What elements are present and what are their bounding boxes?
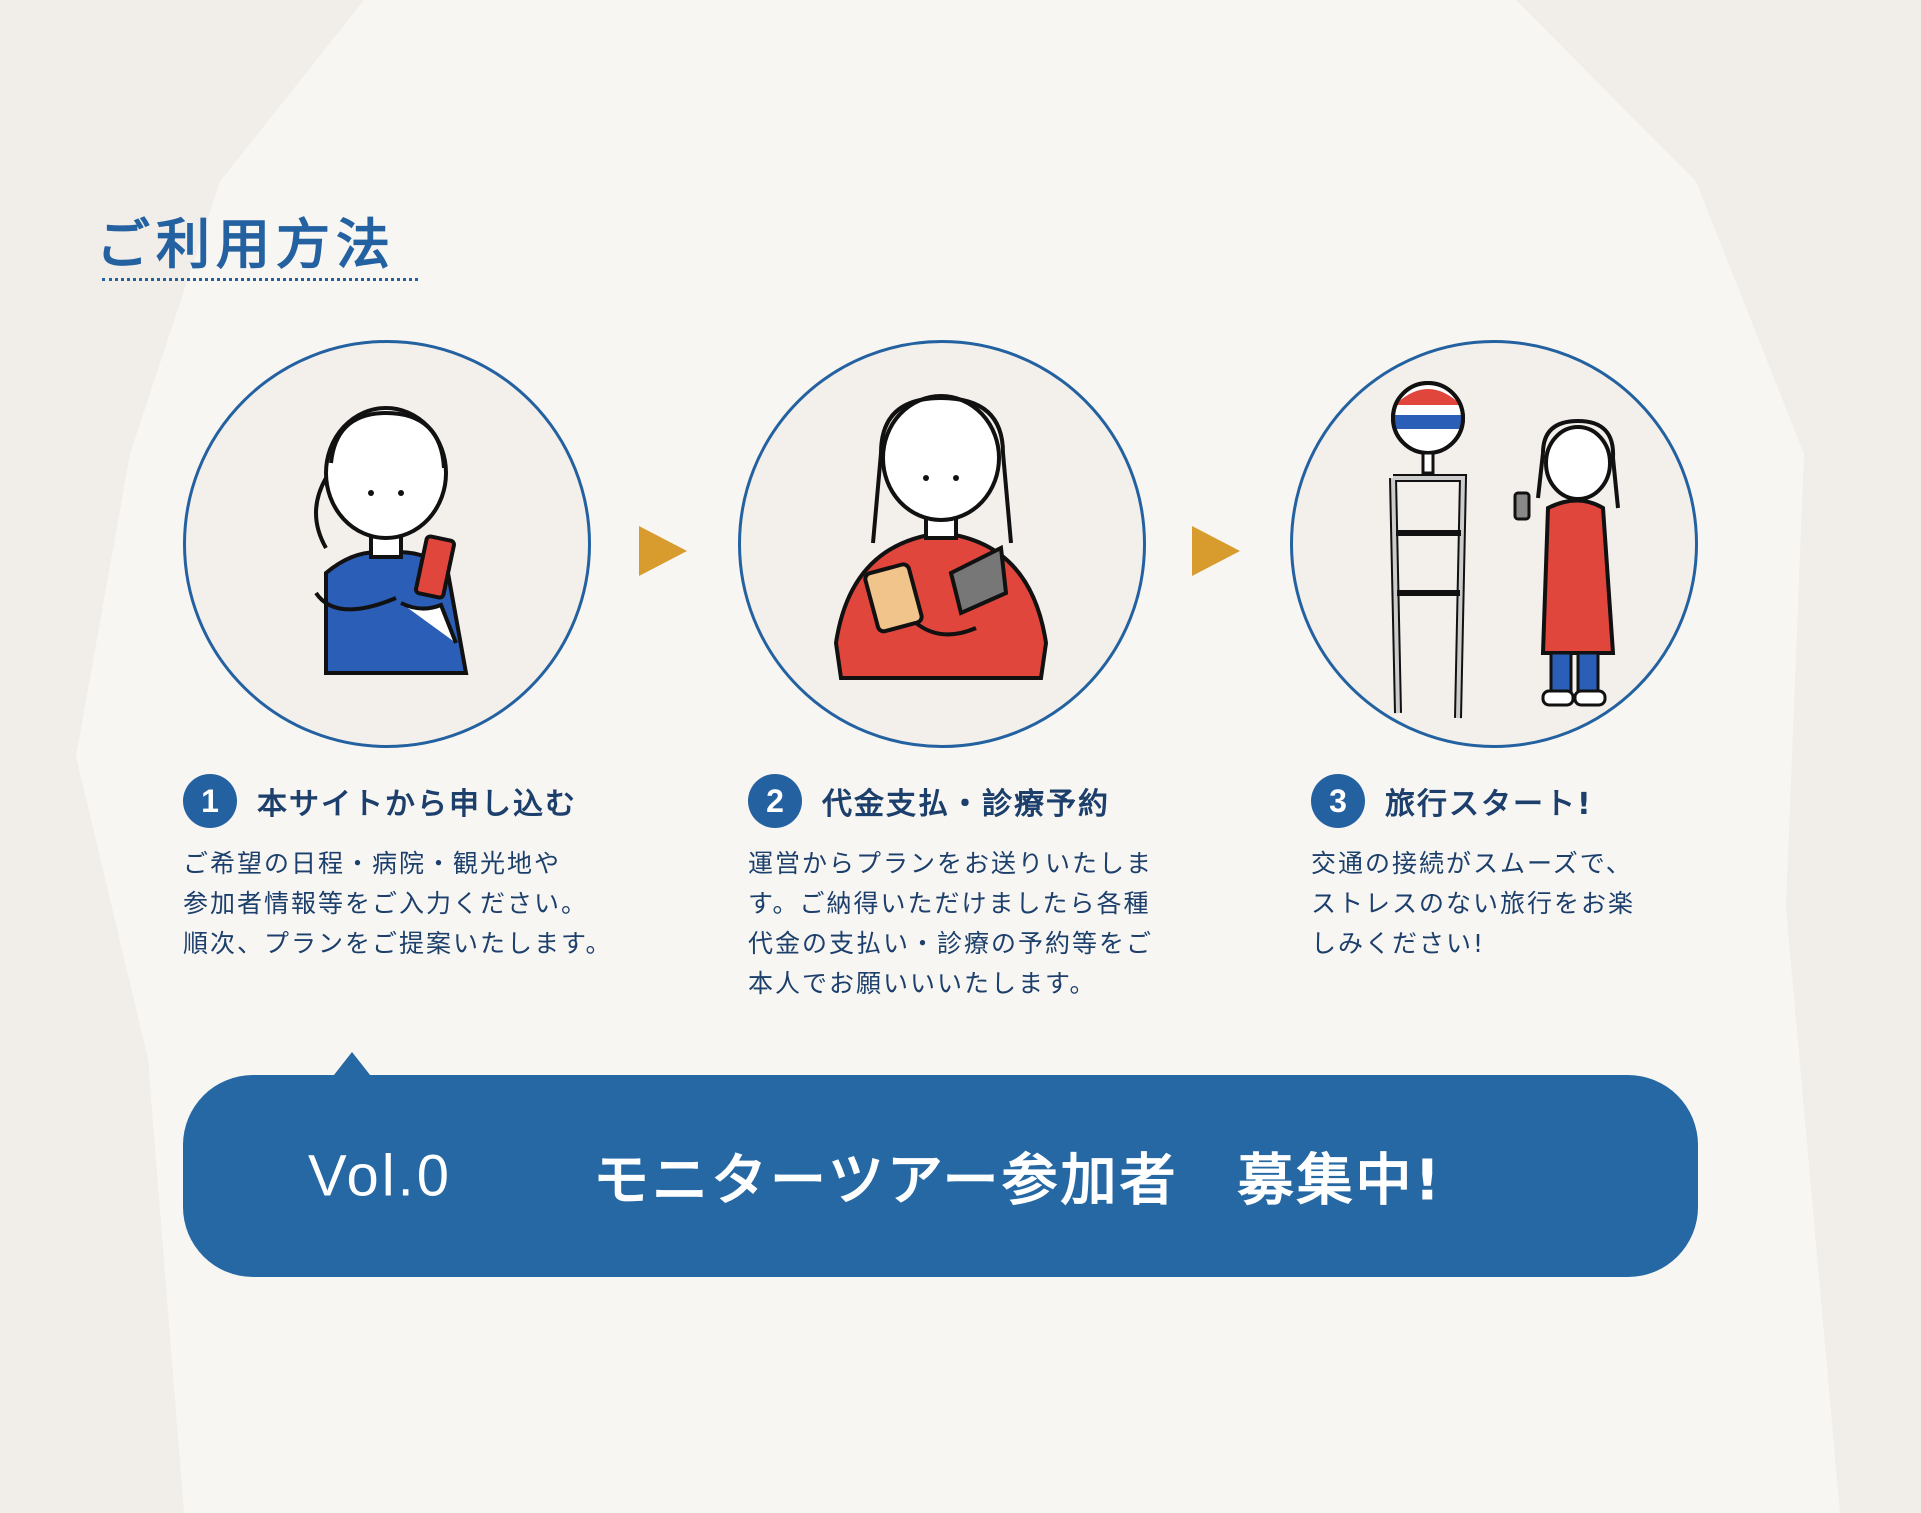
title-underline (102, 278, 418, 281)
step-2-number: 2 (748, 774, 802, 828)
step-1-title: 本サイトから申し込む (257, 787, 577, 822)
step-arrow-1-icon (639, 526, 687, 576)
step-2-illustration (738, 340, 1146, 748)
step-3-description: 交通の接続がスムーズで、 ストレスのない旅行をお楽 しみください! (1311, 844, 1635, 964)
step-3-desc-line: 交通の接続がスムーズで、 (1311, 849, 1633, 878)
step-3-title: 旅行スタート! (1385, 787, 1593, 822)
step-3-illustration (1290, 340, 1698, 748)
person-phone-icon (314, 406, 469, 675)
step-1-header: 1 本サイトから申し込む (183, 774, 577, 828)
recruit-banner[interactable]: Vol.0 モニターツアー参加者 募集中! (183, 1075, 1698, 1277)
page-title: ご利用方法 (96, 213, 396, 276)
step-2-description: 運営からプランをお送りいたしま す。ご納得いただけましたら各種 代金の支払い・診… (748, 844, 1153, 1004)
step-3-header: 3 旅行スタート! (1311, 774, 1593, 828)
step-1-desc-line: ご希望の日程・病院・観光地や (183, 849, 562, 878)
step-1-desc-line: 参加者情報等をご入力ください。 (183, 889, 589, 918)
step-1-desc-line: 順次、プランをご提案いたします。 (183, 929, 613, 958)
step-2-desc-line: 代金の支払い・診療の予約等をご (748, 929, 1154, 958)
step-arrow-2-icon (1192, 526, 1240, 576)
step-2-desc-line: 運営からプランをお送りいたしま (748, 849, 1154, 878)
step-2-header: 2 代金支払・診療予約 (748, 774, 1110, 828)
step-1-illustration (183, 340, 591, 748)
step-2-desc-line: 本人でお願いいいたします。 (748, 969, 1097, 998)
step-2-desc-line: す。ご納得いただけましたら各種 (748, 889, 1151, 918)
step-3-desc-line: ストレスのない旅行をお楽 (1311, 889, 1636, 918)
step-2-title: 代金支払・診療予約 (822, 787, 1110, 822)
banner-title: モニターツアー参加者 募集中! (593, 1148, 1444, 1214)
person-payment-icon (833, 394, 1049, 680)
step-1-description: ご希望の日程・病院・観光地や 参加者情報等をご入力ください。 順次、プランをご提… (183, 844, 613, 964)
person-bus-stop-icon (1389, 381, 1620, 719)
step-3-desc-line: しみください! (1311, 929, 1486, 958)
banner-vol: Vol.0 (308, 1143, 452, 1209)
step-3-number: 3 (1311, 774, 1365, 828)
step-1-number: 1 (183, 774, 237, 828)
